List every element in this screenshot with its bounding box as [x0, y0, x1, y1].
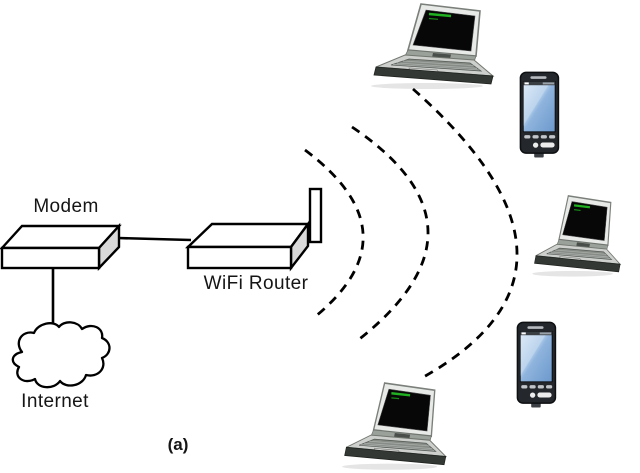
modem-label: Modem — [33, 196, 99, 217]
wifi-wave-2 — [351, 125, 430, 343]
wifi-router-label: WiFi Router — [203, 273, 309, 294]
laptop-icon — [531, 194, 622, 278]
internet-cloud — [11, 321, 111, 389]
smartphone-icon — [516, 321, 557, 409]
modem-box — [0, 222, 122, 271]
router-top-face — [185, 222, 311, 249]
wifi-wave-3 — [412, 87, 519, 381]
smartphone-icon — [519, 71, 560, 159]
wifi-signal-waves — [304, 87, 519, 381]
wifi-router-antenna — [308, 187, 323, 244]
wifi-router-box — [185, 187, 323, 272]
modem-router-link — [117, 236, 192, 242]
cloud-shape — [11, 321, 111, 389]
wifi-wave-1 — [304, 148, 365, 318]
figure-caption: (a) — [167, 435, 189, 454]
laptop-icon — [340, 381, 448, 471]
modem-front-face — [0, 246, 101, 270]
laptop-icon — [369, 2, 495, 91]
client-devices — [340, 2, 622, 471]
internet-label: Internet — [21, 391, 89, 412]
router-front-face — [186, 245, 293, 270]
